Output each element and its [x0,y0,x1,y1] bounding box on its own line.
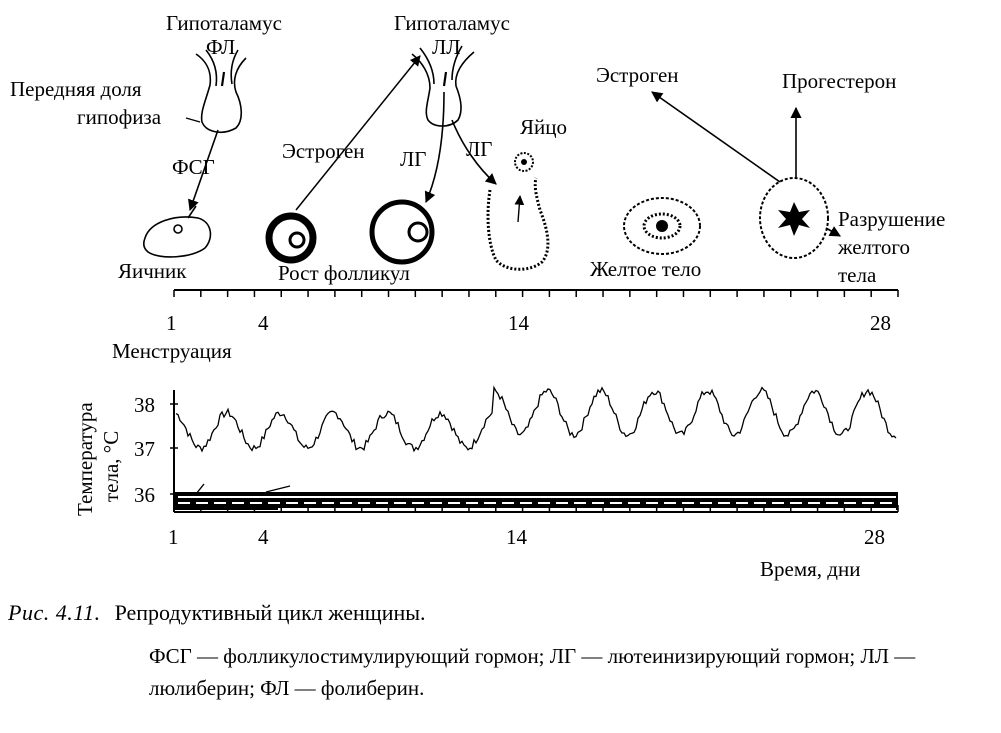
label-ovary: Яичник [118,259,187,283]
lh-arrow-2 [451,119,497,185]
egg-cell [514,152,534,172]
destruction-arrow [825,226,841,237]
caption-number: Рис. 4.11. [8,600,101,625]
caption-note: ФСГ — фолликулостимулирующий гормон; ЛГ … [149,644,916,700]
ytick-38: 38 [134,393,155,417]
label-hypothalamus-left: Гипоталамус [166,11,282,35]
top-axis-minor-ticks [173,290,899,297]
fsh-arrow [188,129,219,212]
hypothalamus-pituitary-left [195,49,247,134]
bottom-axis-minor-ticks [173,505,899,512]
figure-caption: Рис. 4.11. Репродуктивный цикл женщины. Ф… [8,600,993,704]
label-egg: Яйцо [520,115,567,139]
estrogen-feedback-arrow-left [295,55,421,211]
ytick-37: 37 [134,437,155,461]
ovary-drawing [142,205,212,258]
ylabel-line-2: тела, °С [99,431,123,502]
label-anterior-pituitary-1: Передняя доля [10,77,142,101]
reproductive-cycle-figure: Гипоталамус ФЛ Передняя доля гипофиза ФС… [10,11,945,581]
label-destruction-3: тела [838,263,877,287]
ylabel-line-1: Температура [73,402,97,516]
ovulating-follicle [486,177,550,271]
label-hypothalamus-right: Гипоталамус [394,11,510,35]
temperature-ylabel: Температура тела, °С [73,402,123,516]
corpus-luteum-late [759,177,829,259]
lh-arrow-1 [424,91,445,204]
top-tick-4: 4 [258,311,269,335]
caption-title: Репродуктивный цикл женщины. [114,600,426,625]
follicle-small [265,212,317,264]
label-destruction-2: желтого [837,235,910,259]
estrogen-arrow-right [651,91,781,183]
label-destruction-1: Разрушение [838,207,945,231]
label-progesterone: Прогестерон [782,69,896,93]
top-tick-28: 28 [870,311,891,335]
label-ll: ЛЛ [432,35,461,59]
temperature-curve [175,385,897,453]
top-tick-1: 1 [166,311,177,335]
label-corpus-luteum: Желтое тело [590,257,701,281]
baseline-band [174,483,898,510]
xlabel-time-days: Время, дни [760,557,860,581]
xtick-4: 4 [258,525,269,549]
label-menstruation: Менструация [112,339,232,363]
label-estrogen-right: Эстроген [596,63,679,87]
egg-release-arrow [514,195,525,223]
follicle-large [369,199,435,265]
pointer-pituitary [185,117,201,123]
label-follicle-growth: Рост фолликул [278,261,410,285]
corpus-luteum [623,197,701,255]
ytick-36: 36 [134,483,155,507]
xtick-14: 14 [506,525,528,549]
xtick-1: 1 [168,525,179,549]
top-tick-14: 14 [508,311,530,335]
xtick-28: 28 [864,525,885,549]
label-lh-1: ЛГ [400,147,426,171]
label-anterior-pituitary-2: гипофиза [77,105,162,129]
label-estrogen-left: Эстроген [282,139,365,163]
label-lh-2: ЛГ [466,137,492,161]
label-fl: ФЛ [206,35,235,59]
